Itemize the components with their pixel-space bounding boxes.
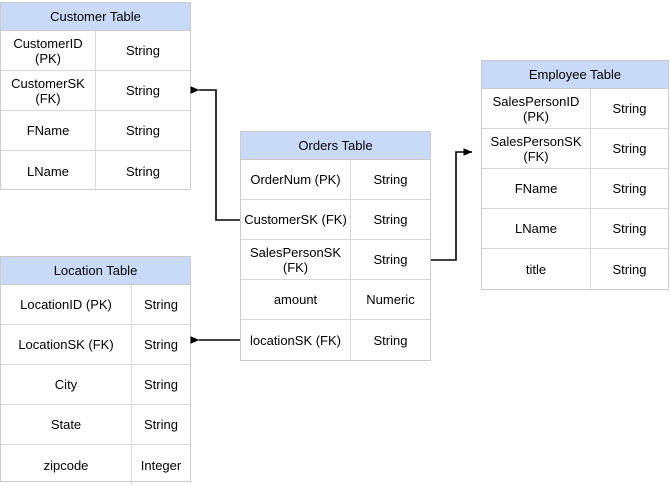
column-name: SalesPersonSK (FK) [482,129,591,168]
column-name: SalesPersonID (PK) [482,89,591,128]
table-row: CustomerSK (FK) String [241,200,430,240]
column-type: Integer [140,457,182,473]
column-name: CustomerID (PK) [1,31,96,70]
table-row: CustomerSK (FK) String [1,71,190,111]
table-row: LName String [1,151,190,191]
table-row: FName String [482,169,668,209]
column-name: zipcode [1,445,132,485]
column-name: City [1,365,132,404]
entity-table-orders[interactable]: Orders Table OrderNum (PK) String Custom… [240,131,431,361]
column-type: String [144,337,178,352]
entity-table-location[interactable]: Location Table LocationID (PK) String Lo… [0,256,191,485]
table-row: SalesPersonSK (FK) String [241,240,430,280]
column-type: String [612,141,647,156]
connector-orders-to-customer [190,86,240,221]
column-name: title [482,249,591,289]
column-type: String [373,212,408,227]
column-name: LName [1,151,96,191]
column-type: String [144,297,178,312]
column-name: locationSK (FK) [241,320,351,360]
column-name: amount [241,280,351,319]
table-row: LocationSK (FK) String [1,325,190,365]
table-row: City String [1,365,190,405]
table-row: LName String [482,209,668,249]
table-row: title String [482,249,668,289]
table-row: State String [1,405,190,445]
column-name: State [1,405,132,444]
column-name: FName [482,169,591,208]
column-name: SalesPersonSK (FK) [241,240,351,279]
column-type: String [126,163,160,179]
column-type: Numeric [366,292,415,307]
table-row: OrderNum (PK) String [241,160,430,200]
table-row: FName String [1,111,190,151]
table-row: locationSK (FK) String [241,320,430,360]
column-type: String [126,83,160,98]
table-row: SalesPersonID (PK) String [482,89,668,129]
column-type: String [373,332,408,348]
table-row: amount Numeric [241,280,430,320]
column-type: String [144,417,178,432]
column-name: CustomerSK (FK) [1,71,96,110]
table-row: SalesPersonSK (FK) String [482,129,668,169]
column-name: CustomerSK (FK) [241,200,351,239]
column-type: String [126,43,160,58]
connector-orders-to-employee [431,148,473,261]
table-title-orders: Orders Table [241,132,430,160]
column-type: String [612,261,647,277]
column-type: String [373,172,408,187]
column-type: String [612,221,647,236]
column-name: LocationID (PK) [1,285,132,324]
column-name: LocationSK (FK) [1,325,132,364]
column-type: String [373,252,408,267]
table-title-employee: Employee Table [482,61,668,89]
entity-table-employee[interactable]: Employee Table SalesPersonID (PK) String… [481,60,669,290]
column-type: String [612,101,647,116]
entity-table-customer[interactable]: Customer Table CustomerID (PK) String Cu… [0,2,191,191]
table-row: zipcode Integer [1,445,190,485]
column-type: String [126,123,160,138]
table-row: LocationID (PK) String [1,285,190,325]
column-type: String [612,181,647,196]
table-title-customer: Customer Table [1,3,190,31]
column-name: FName [1,111,96,150]
column-type: String [144,377,178,392]
column-name: OrderNum (PK) [241,160,351,199]
table-row: CustomerID (PK) String [1,31,190,71]
column-name: LName [482,209,591,248]
table-title-location: Location Table [1,257,190,285]
